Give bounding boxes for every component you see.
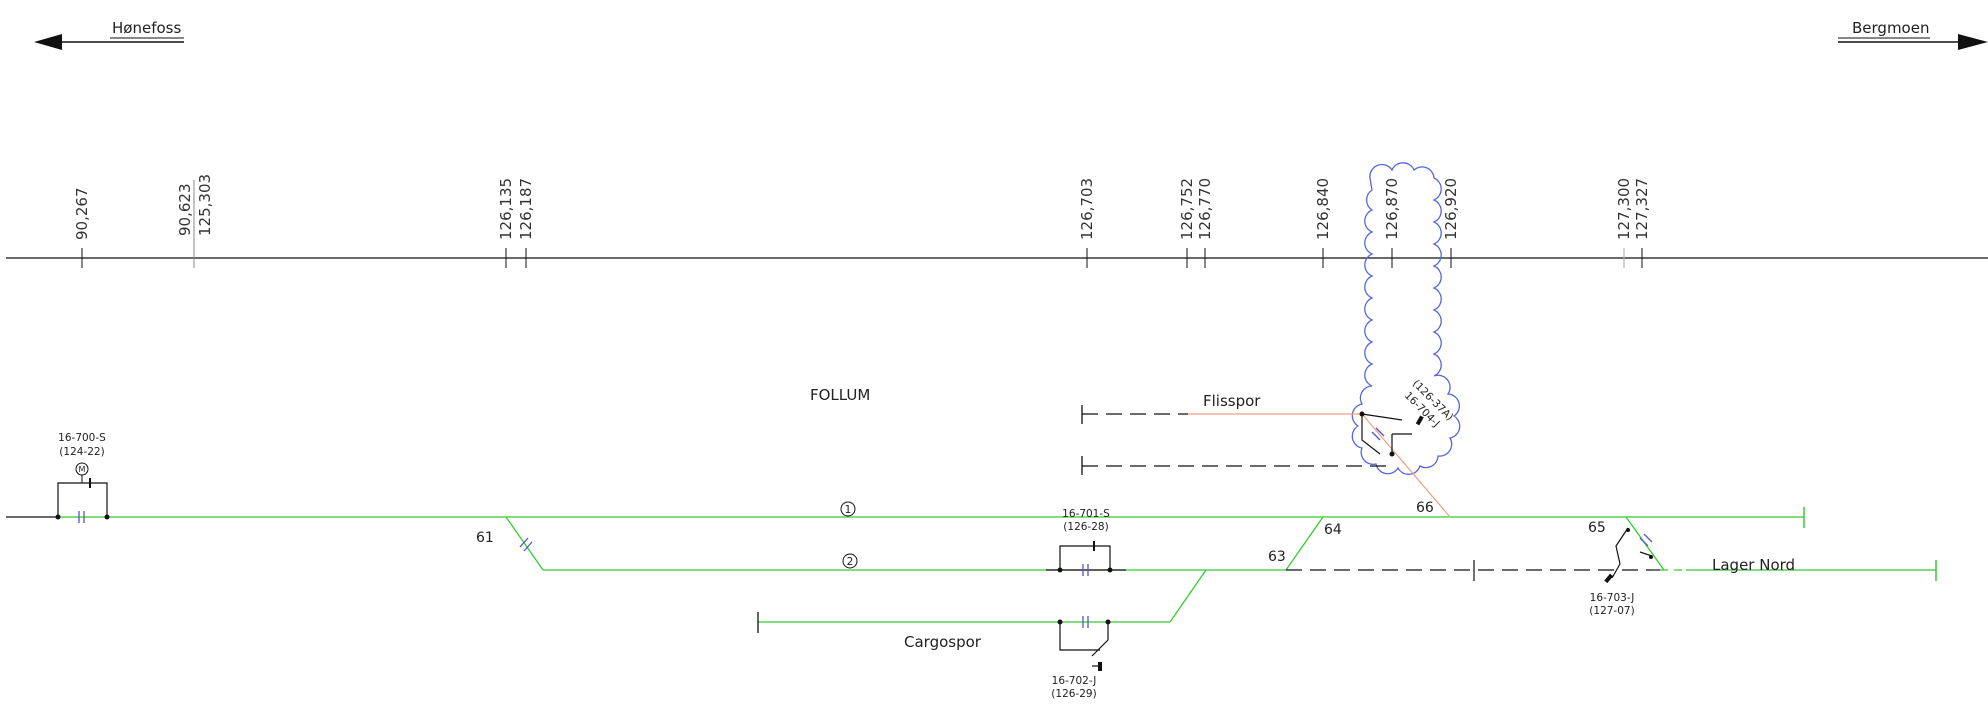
track-2: 2: [505, 516, 1324, 571]
km-post: 126,703: [1078, 178, 1096, 240]
km-post: 127,300: [1615, 178, 1633, 240]
switch-64: 64: [1324, 522, 1342, 538]
switch-66: 66: [1416, 500, 1434, 516]
track-number-badge: [842, 553, 858, 569]
insulated-joint: [1371, 431, 1381, 441]
km-post: 126,870: [1383, 178, 1401, 240]
motor-label: M: [79, 465, 86, 474]
km-post: 126,840: [1314, 178, 1332, 240]
station-name: FOLLUM: [810, 386, 870, 404]
flisspor-track: Flisspor: [1081, 392, 1451, 518]
device-16-703-j: 16-703-J (127-07): [1589, 527, 1653, 617]
km-post: 125,303: [196, 174, 214, 236]
direction-label-right: Bergmoen: [1852, 19, 1929, 37]
direction-arrow-right: Bergmoen: [1838, 19, 1988, 50]
device-16-704-j: (126-37A) 16-704-J: [1359, 378, 1456, 457]
device-id: 16-701-S: [1062, 508, 1110, 520]
km-post: 127,327: [1633, 178, 1651, 240]
device-ref: (124-22): [59, 446, 104, 458]
km-post: 126,135: [497, 178, 515, 240]
track-number-main: 1: [845, 504, 852, 516]
switch-61: 61: [476, 530, 494, 546]
device-16-702-j: 16-702-J (126-29): [1051, 616, 1111, 700]
cargospor-track: Cargospor: [757, 569, 1207, 651]
km-post: 126,920: [1442, 178, 1460, 240]
device-16-701-s: 16-701-S (126-28): [1046, 508, 1126, 576]
revision-cloud: [1351, 162, 1461, 475]
switch-65: 65: [1588, 520, 1606, 536]
arrow-right-icon: [1958, 34, 1988, 50]
device-id: 16-702-J: [1052, 675, 1097, 687]
lager-nord-label: Lager Nord: [1712, 556, 1795, 574]
flisspor-label: Flisspor: [1203, 392, 1261, 410]
km-post: 126,752: [1178, 178, 1196, 240]
lager-nord-track: Lager Nord: [1286, 516, 1937, 581]
device-ref: (126-29): [1051, 688, 1096, 700]
track-number-badge: [840, 501, 856, 517]
device-id: 16-703-J: [1590, 592, 1635, 604]
km-labels: 90,267 90,623 125,303 126,135 126,187 12…: [73, 174, 1651, 240]
insulated-joint: [519, 537, 529, 548]
km-post: 126,770: [1196, 178, 1214, 240]
km-post: 90,267: [73, 188, 91, 241]
track-number-second: 2: [847, 556, 854, 568]
switch-63: 63: [1268, 549, 1286, 565]
device-16-700-s: 16-700-S (124-22) M: [55, 432, 110, 523]
km-post: 126,187: [517, 178, 535, 240]
device-ref: (126-28): [1063, 521, 1108, 533]
direction-label-left: Hønefoss: [112, 19, 181, 37]
main-track: 1: [6, 501, 1805, 528]
device-ref: (127-07): [1589, 605, 1634, 617]
device-id: 16-700-S: [58, 432, 106, 444]
km-post: 90,623: [176, 184, 194, 237]
direction-arrow-left: Hønefoss: [34, 19, 184, 50]
arrow-left-icon: [34, 34, 62, 50]
cargospor-label: Cargospor: [904, 633, 982, 651]
insulated-joint: [1639, 537, 1649, 547]
km-ticks: [81, 180, 1643, 268]
